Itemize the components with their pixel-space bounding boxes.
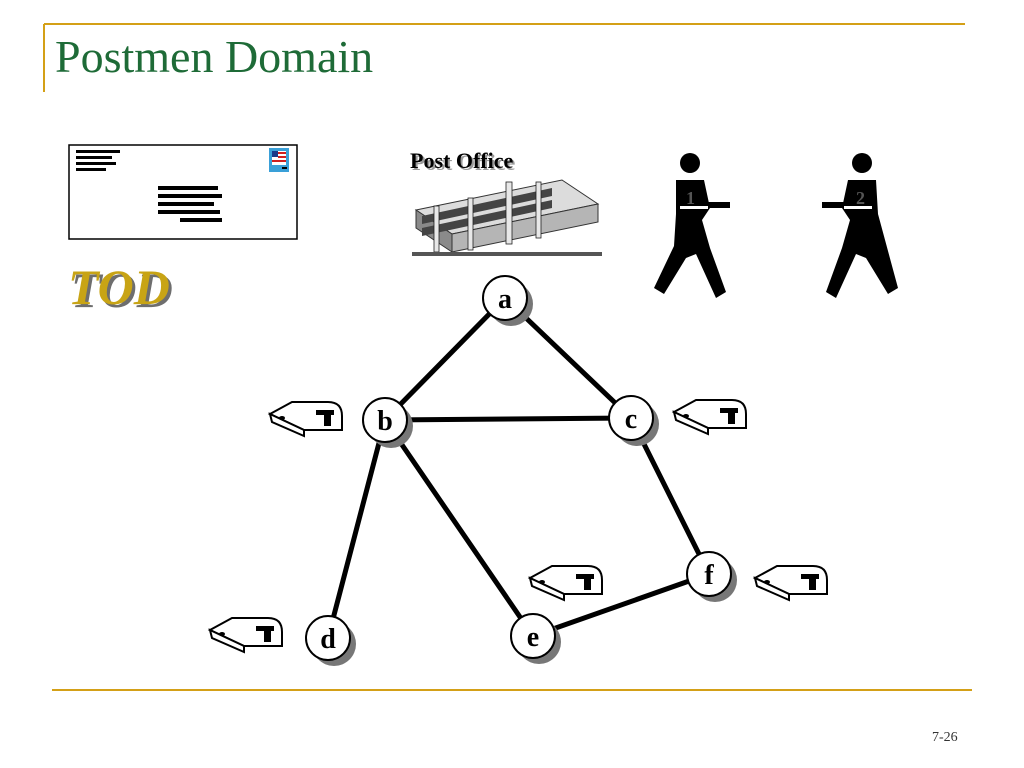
node-c: c: [608, 395, 659, 446]
node-c-label: c: [625, 404, 637, 435]
edge-a-b: [382, 295, 508, 423]
postmen-group: 1 2: [654, 153, 898, 298]
node-a-label: a: [498, 284, 512, 315]
mailbox-icon-f: [754, 565, 828, 601]
node-b-label: b: [377, 406, 393, 437]
node-d-label: d: [320, 624, 336, 655]
edge-b-e: [382, 417, 536, 639]
node-e-label: e: [527, 622, 539, 653]
edge-b-d: [325, 417, 388, 641]
page-title: Postmen Domain: [55, 31, 374, 82]
node-b: b: [362, 397, 413, 448]
node-a: a: [482, 275, 533, 326]
envelope-icon: [68, 144, 298, 240]
mailbox-icon-d: [209, 617, 283, 653]
postman-2-number: 2: [856, 188, 865, 208]
node-e: e: [510, 613, 561, 664]
mailbox-icon-e: [529, 565, 603, 601]
postman-1-icon: 1: [654, 153, 730, 298]
node-f-label: f: [704, 560, 714, 591]
edge-b-c: [382, 415, 634, 423]
node-f: f: [686, 551, 737, 602]
page-number: 7-26: [932, 730, 958, 745]
post-office-label: Post Office: [410, 148, 514, 173]
flag-stamp-icon: [269, 148, 289, 172]
mailbox-icon-c: [673, 399, 747, 435]
node-d: d: [305, 615, 356, 666]
tod-label: TOD: [68, 259, 170, 315]
graph-edges: [325, 295, 712, 641]
post-office-building-icon: [412, 179, 602, 256]
edge-e-f: [530, 571, 712, 639]
postman-2-icon: 2: [822, 153, 898, 298]
postman-1-number: 1: [686, 188, 695, 208]
mailbox-icon-b: [269, 401, 343, 437]
